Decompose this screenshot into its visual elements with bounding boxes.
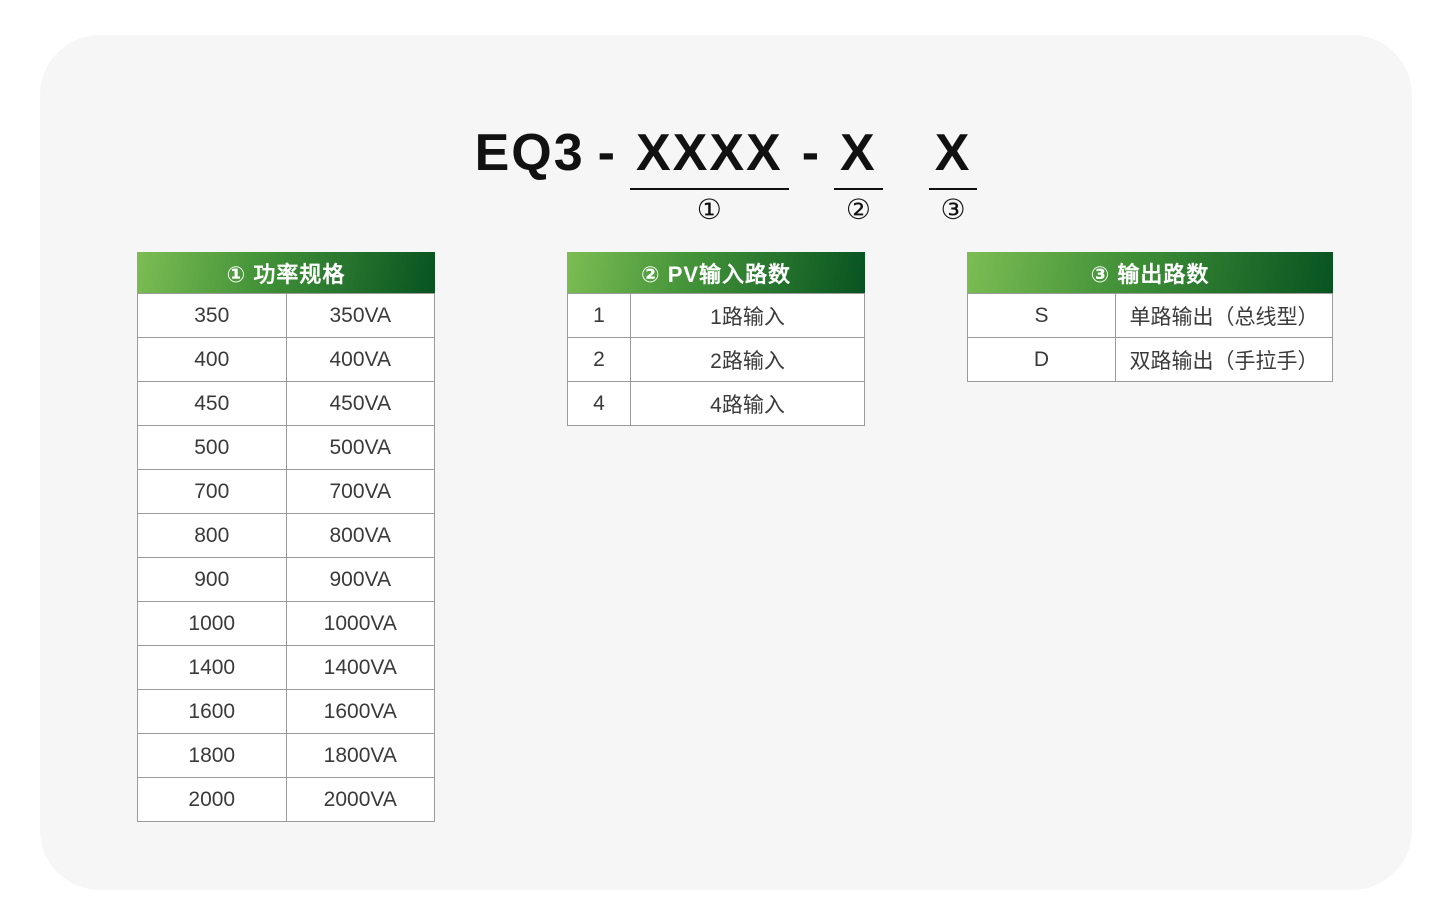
model-segment-pv-input: X ② <box>834 127 883 224</box>
model-separator: - <box>801 124 822 182</box>
table-cell: 单路输出（总线型） <box>1115 293 1333 338</box>
model-separator: - <box>597 124 617 182</box>
table-cell: 700VA <box>285 469 435 514</box>
table-cell: 1600VA <box>285 689 435 734</box>
table-cell: 2000VA <box>285 777 435 822</box>
model-segment-code: X <box>834 127 883 190</box>
marker-2-icon: ② <box>845 194 871 225</box>
pv-input-table-header: ② PV输入路数 <box>567 252 865 293</box>
table-cell: 4路输入 <box>630 381 865 426</box>
marker-1-icon: ① <box>696 194 722 225</box>
table-cell: 2路输入 <box>630 337 865 382</box>
table-cell: 800VA <box>285 513 435 558</box>
table-cell: 1 <box>567 293 631 338</box>
table-cell: 1800VA <box>285 733 435 778</box>
table-cell: 500 <box>137 425 287 470</box>
marker-3-icon: ③ <box>940 194 966 225</box>
table-cell: 1000VA <box>285 601 435 646</box>
table-cell: S <box>967 293 1116 338</box>
model-segment-output: X ③ <box>928 127 978 225</box>
table-cell: 1600 <box>137 689 287 734</box>
table-cell: 350VA <box>285 293 435 338</box>
table-cell: 2 <box>567 337 631 382</box>
table-cell: 1400VA <box>285 645 435 690</box>
table-cell: 双路输出（手拉手） <box>1115 337 1333 382</box>
table-cell: 1000 <box>137 601 287 646</box>
output-table-header: ③ 输出路数 <box>967 252 1333 293</box>
table-cell: 2000 <box>137 777 287 822</box>
model-code-title: EQ3 - XXXX ① - X ② X ③ <box>40 127 1412 224</box>
table-cell: 700 <box>137 469 287 514</box>
table-cell: 900VA <box>285 557 435 602</box>
table-cell: 900 <box>137 557 287 602</box>
table-cell: 450 <box>137 381 287 426</box>
table-cell: 4 <box>567 381 631 426</box>
model-segment-code: XXXX <box>629 127 789 190</box>
table-cell: D <box>967 337 1116 382</box>
table-cell: 800 <box>137 513 287 558</box>
table-cell: 400 <box>137 337 287 382</box>
table-cell: 1路输入 <box>630 293 865 338</box>
model-segment-code: X <box>928 127 978 190</box>
power-spec-table-header: ① 功率规格 <box>137 252 435 293</box>
table-cell: 500VA <box>285 425 435 470</box>
table-cell: 400VA <box>285 337 435 382</box>
model-prefix: EQ3 <box>474 124 585 182</box>
model-segment-power: XXXX ① <box>629 127 789 225</box>
table-cell: 1800 <box>137 733 287 778</box>
table-cell: 1400 <box>137 645 287 690</box>
table-cell: 350 <box>137 293 287 338</box>
table-cell: 450VA <box>285 381 435 426</box>
